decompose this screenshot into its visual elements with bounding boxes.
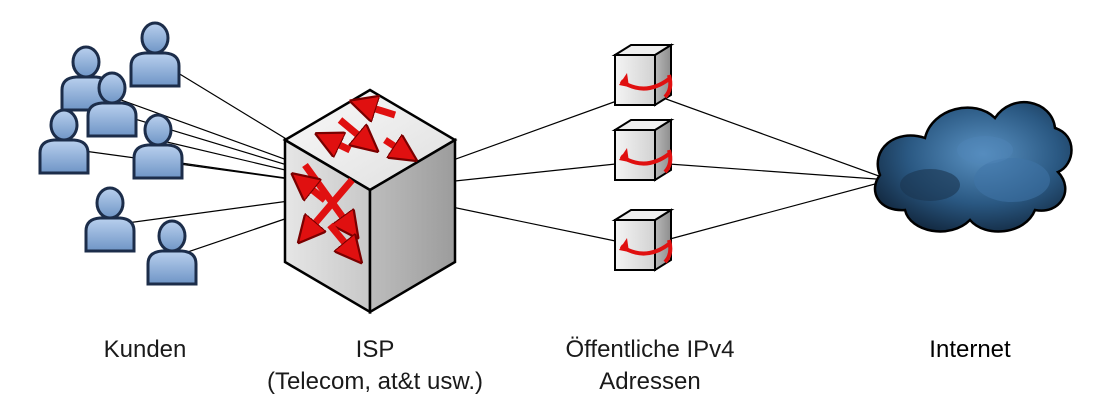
internet-label: Internet — [890, 334, 1050, 366]
server-icon — [613, 118, 673, 182]
isp-label-line1: ISP — [355, 336, 395, 363]
server-icon — [613, 208, 673, 272]
ipv4-label-line2: Adressen — [599, 368, 701, 395]
cloud-icon — [873, 101, 1073, 233]
customer-group — [38, 21, 198, 286]
internet-label-text: Internet — [929, 336, 1011, 363]
ipv4-label-line1: Öffentliche IPv4 — [565, 336, 735, 363]
server-group — [613, 43, 673, 272]
person-icon — [129, 21, 181, 88]
isp-label-line2: (Telecom, at&t usw.) — [266, 368, 484, 395]
internet-links — [654, 94, 891, 244]
customers-label: Kunden — [60, 334, 230, 366]
switch-cube-icon — [282, 88, 458, 315]
ipv4-label: Öffentliche IPv4 Adressen — [520, 334, 780, 398]
server-icon — [613, 43, 673, 107]
customers-label-text: Kunden — [103, 336, 187, 363]
person-icon — [38, 108, 90, 175]
isp-label: ISP (Telecom, at&t usw.) — [205, 334, 545, 398]
person-icon — [132, 113, 184, 180]
person-icon — [146, 219, 198, 286]
person-icon — [84, 186, 136, 253]
